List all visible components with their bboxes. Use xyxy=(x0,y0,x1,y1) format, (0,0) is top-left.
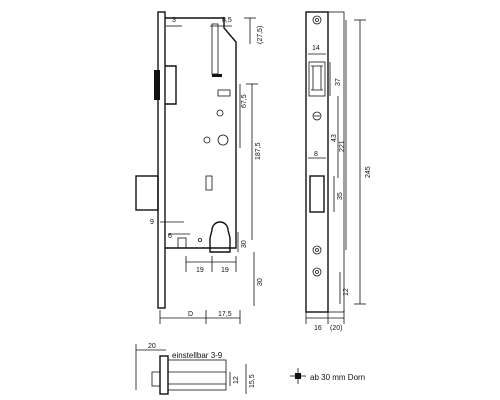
follower-slot xyxy=(217,89,231,97)
dead-bolt xyxy=(135,175,159,211)
adjustable-note: einstellbar 3-9 xyxy=(172,351,223,360)
dim-27-5: (27,5) xyxy=(257,26,264,44)
dim-14: 14 xyxy=(312,45,320,52)
dim-20: 20 xyxy=(148,343,156,350)
dim-19-left: 19 xyxy=(196,267,204,274)
upper-slot xyxy=(211,23,219,75)
latch-opening xyxy=(308,61,326,97)
dim-245: 245 xyxy=(365,166,372,178)
dim-D: D xyxy=(188,311,193,318)
lock-case-outline xyxy=(165,17,237,249)
slot-1 xyxy=(212,74,222,77)
fixing-hole-bottom xyxy=(312,267,322,277)
latch-detail-head xyxy=(151,371,161,387)
latch-detail-body xyxy=(167,359,227,391)
screw-hole-3 xyxy=(198,238,202,242)
dim-12: 12 xyxy=(343,288,350,296)
slot-2 xyxy=(205,175,213,191)
spindle-note: ab 30 mm Dorn xyxy=(310,373,365,382)
dim-19-right: 19 xyxy=(221,267,229,274)
fixing-hole-low xyxy=(312,245,322,255)
lock-case-side xyxy=(327,11,345,313)
screw-hole-2 xyxy=(203,136,211,144)
spindle-symbol-icon xyxy=(290,368,306,384)
dim-221: 221 xyxy=(339,140,346,152)
deadbolt-opening xyxy=(309,175,325,213)
dim-35: 35 xyxy=(337,192,344,200)
dim-3: 3 xyxy=(172,17,176,24)
dim-30-upper: 30 xyxy=(241,240,248,248)
latch-detail-plate xyxy=(159,355,169,395)
dim-37: 37 xyxy=(335,78,342,86)
follower-hole xyxy=(217,134,229,146)
dim-6: 6 xyxy=(168,233,172,240)
dim-30-lower: 30 xyxy=(257,278,264,286)
dim-17-5: 17,5 xyxy=(218,311,232,318)
dim-9: 9 xyxy=(150,219,154,226)
dim-15-5: 15,5 xyxy=(249,374,256,388)
forend-plate-front xyxy=(157,11,166,309)
screw-hole-1 xyxy=(216,109,224,117)
dim-187-5: 187,5 xyxy=(255,142,262,160)
cylinder-cutout xyxy=(209,221,231,253)
forend-plate-side xyxy=(305,11,329,313)
fixing-hole-mid xyxy=(312,111,322,121)
dim-16: 16 xyxy=(314,325,322,332)
latch-bolt xyxy=(165,65,177,105)
latch-bolt-head xyxy=(154,70,160,100)
dim-67-5: 67,5 xyxy=(241,94,248,108)
dim-12-detail: 12 xyxy=(233,376,240,384)
dim-8-5: 8,5 xyxy=(222,17,232,24)
dim-20-bracket: (20) xyxy=(330,325,342,332)
small-block xyxy=(177,237,187,249)
dim-43: 43 xyxy=(331,134,338,142)
fixing-hole-top xyxy=(312,15,322,25)
dim-8: 8 xyxy=(314,151,318,158)
